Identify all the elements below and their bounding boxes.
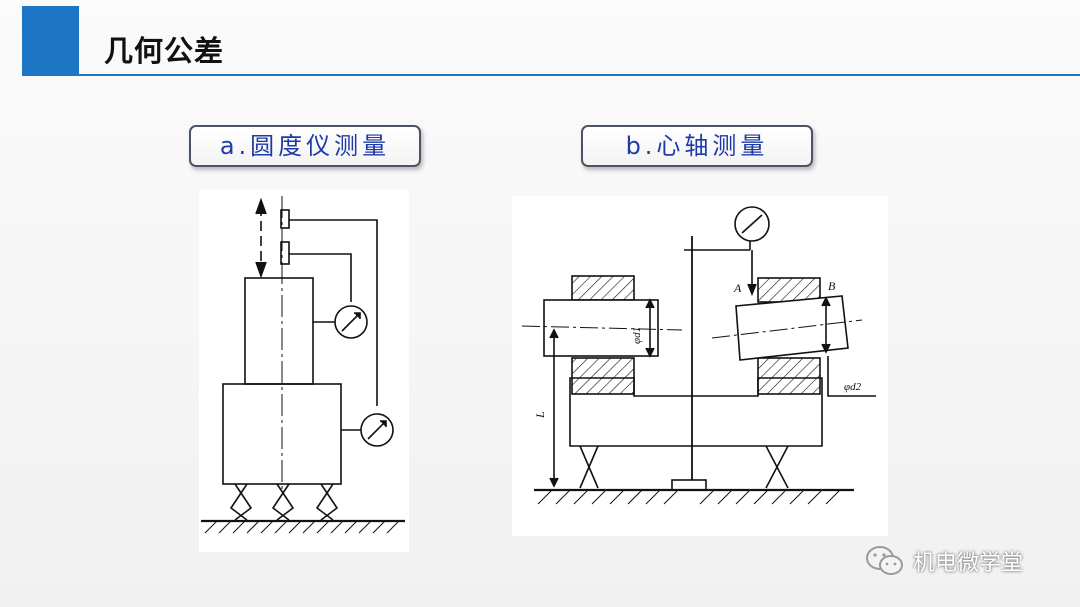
workpiece-cylinder bbox=[244, 277, 314, 385]
label-d1: φd1 bbox=[631, 327, 643, 344]
gauge-foot bbox=[671, 479, 707, 491]
label-point-a: A bbox=[733, 281, 742, 295]
probe-lower bbox=[280, 241, 290, 265]
label-mandrel-measurement: b.心轴测量 bbox=[581, 125, 813, 167]
label-roundness-instrument: a.圆度仪测量 bbox=[189, 125, 421, 167]
diagram-roundness-instrument bbox=[199, 190, 409, 552]
right-housing-bottom bbox=[757, 357, 821, 395]
turntable-base bbox=[222, 383, 342, 485]
ground-hatching bbox=[537, 489, 841, 505]
left-housing-top bbox=[571, 275, 635, 301]
watermark-text: 机电微学堂 bbox=[913, 551, 1024, 576]
ground-hatching bbox=[204, 520, 400, 534]
label-point-b: B bbox=[828, 279, 836, 293]
header-divider bbox=[79, 74, 1080, 76]
header-accent-block bbox=[22, 6, 79, 76]
page-title: 几何公差 bbox=[104, 34, 225, 68]
label-d2: φd2 bbox=[844, 381, 862, 393]
watermark: 机电微学堂 bbox=[865, 544, 1023, 578]
label-l: L bbox=[533, 411, 547, 419]
diagram-mandrel-measurement: A B φd1 φd2 L bbox=[512, 196, 888, 536]
wechat-icon bbox=[866, 546, 903, 575]
left-housing-bottom bbox=[571, 357, 635, 395]
probe-upper bbox=[280, 209, 290, 229]
left-mandrel bbox=[543, 299, 659, 357]
